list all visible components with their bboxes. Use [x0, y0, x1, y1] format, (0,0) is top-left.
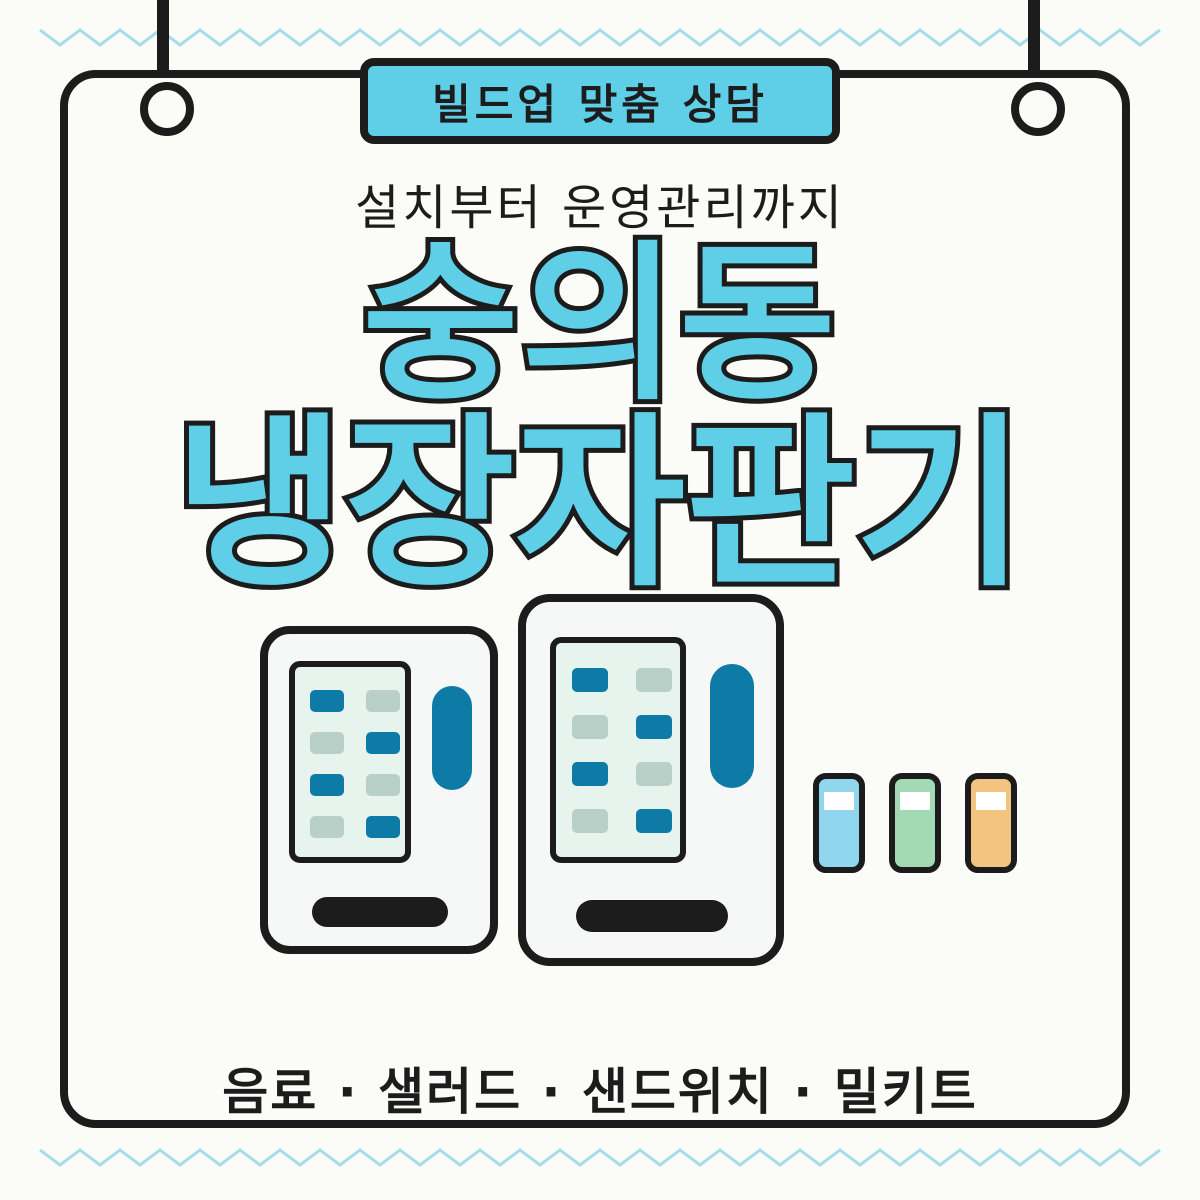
headline-location: 숭의동 — [357, 226, 840, 424]
bottle-green-icon — [889, 773, 941, 873]
bottle-blue-icon — [813, 773, 865, 873]
zigzag-border-bottom — [39, 1148, 1161, 1167]
consult-badge-label: 빌드업 맞춤 상담 — [432, 79, 768, 129]
consult-badge: 빌드업 맞춤 상담 — [360, 58, 840, 144]
vending-machine-small-icon — [260, 626, 498, 954]
hanging-ring-right — [1011, 82, 1065, 136]
hanging-string-left — [157, 0, 169, 80]
hanging-ring-left — [140, 82, 194, 136]
product-categories: 음료 · 샐러드 · 샌드위치 · 밀키트 — [222, 1063, 978, 1121]
subtitle: 설치부터 운영관리까지 — [355, 180, 845, 236]
bottle-orange-icon — [965, 773, 1017, 873]
zigzag-border-top — [39, 28, 1161, 47]
hanging-string-right — [1028, 0, 1040, 80]
vending-machine-large-icon — [518, 594, 784, 966]
headline-product: 냉장자판기 — [170, 396, 1031, 612]
